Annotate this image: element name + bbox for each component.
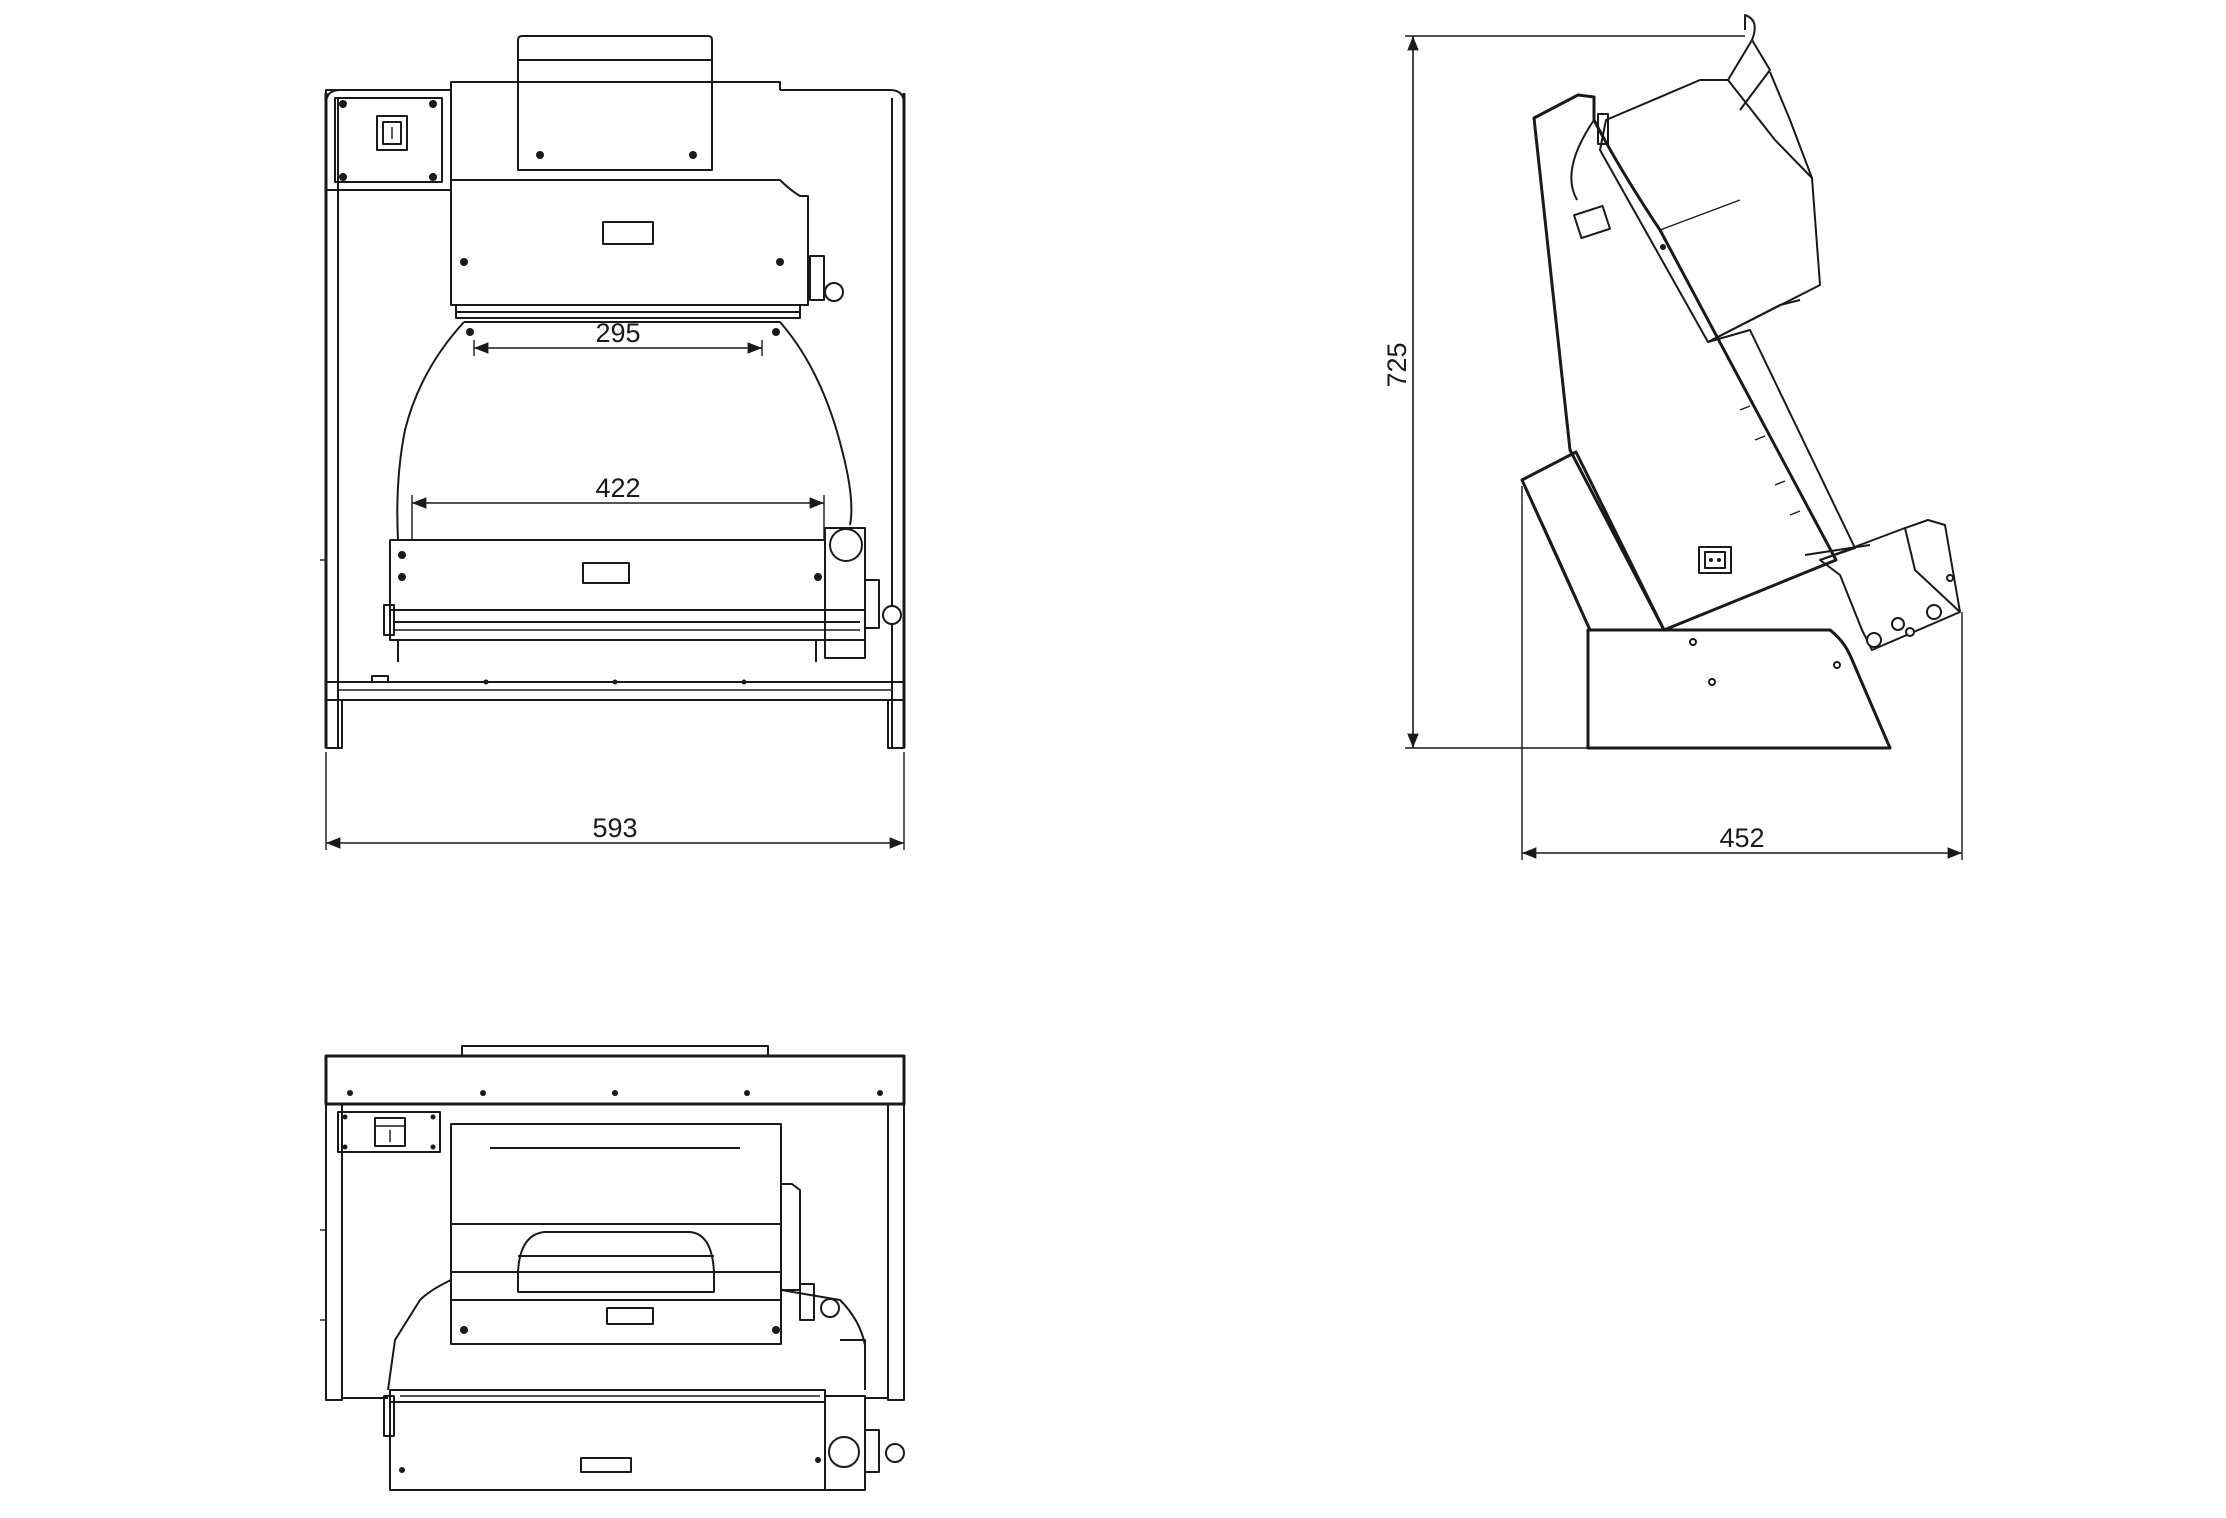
dimension-725-label: 725 <box>1382 342 1412 387</box>
dimension-452-label: 452 <box>1719 823 1764 853</box>
bottom-cabinet <box>320 1045 906 1401</box>
front-base <box>325 675 905 749</box>
side-control-block <box>1804 519 1961 651</box>
dimension-593-label: 593 <box>592 813 637 843</box>
bottom-lower-roller <box>383 1389 905 1491</box>
bottom-view <box>320 1045 906 1491</box>
side-base <box>1586 628 1892 750</box>
bottom-dough-guide <box>387 1279 866 1391</box>
front-view: 295 422 593 <box>320 35 906 850</box>
power-switch-icon <box>339 100 437 181</box>
dimension-452: 452 <box>1521 486 1963 860</box>
front-dough-guide <box>396 321 853 541</box>
power-switch-icon <box>337 1111 441 1153</box>
power-socket-icon <box>1698 546 1732 574</box>
front-cabinet <box>320 81 906 748</box>
front-lower-roller-housing <box>383 527 902 662</box>
dimension-422-label: 422 <box>595 473 640 503</box>
front-upper-roller-housing <box>450 179 844 319</box>
dimension-422: 422 <box>411 473 825 540</box>
side-upper-hopper <box>1597 14 1821 343</box>
dimension-295: 295 <box>473 318 763 356</box>
side-lower-panel <box>1520 450 1666 632</box>
bottom-hopper <box>450 1223 782 1345</box>
front-top-hopper <box>517 35 713 171</box>
dimension-295-label: 295 <box>595 318 640 348</box>
dimension-725: 725 <box>1382 35 1745 749</box>
side-view: 725 452 <box>1382 14 1963 860</box>
side-main-body <box>1532 93 1838 632</box>
dimension-593: 593 <box>325 752 905 850</box>
